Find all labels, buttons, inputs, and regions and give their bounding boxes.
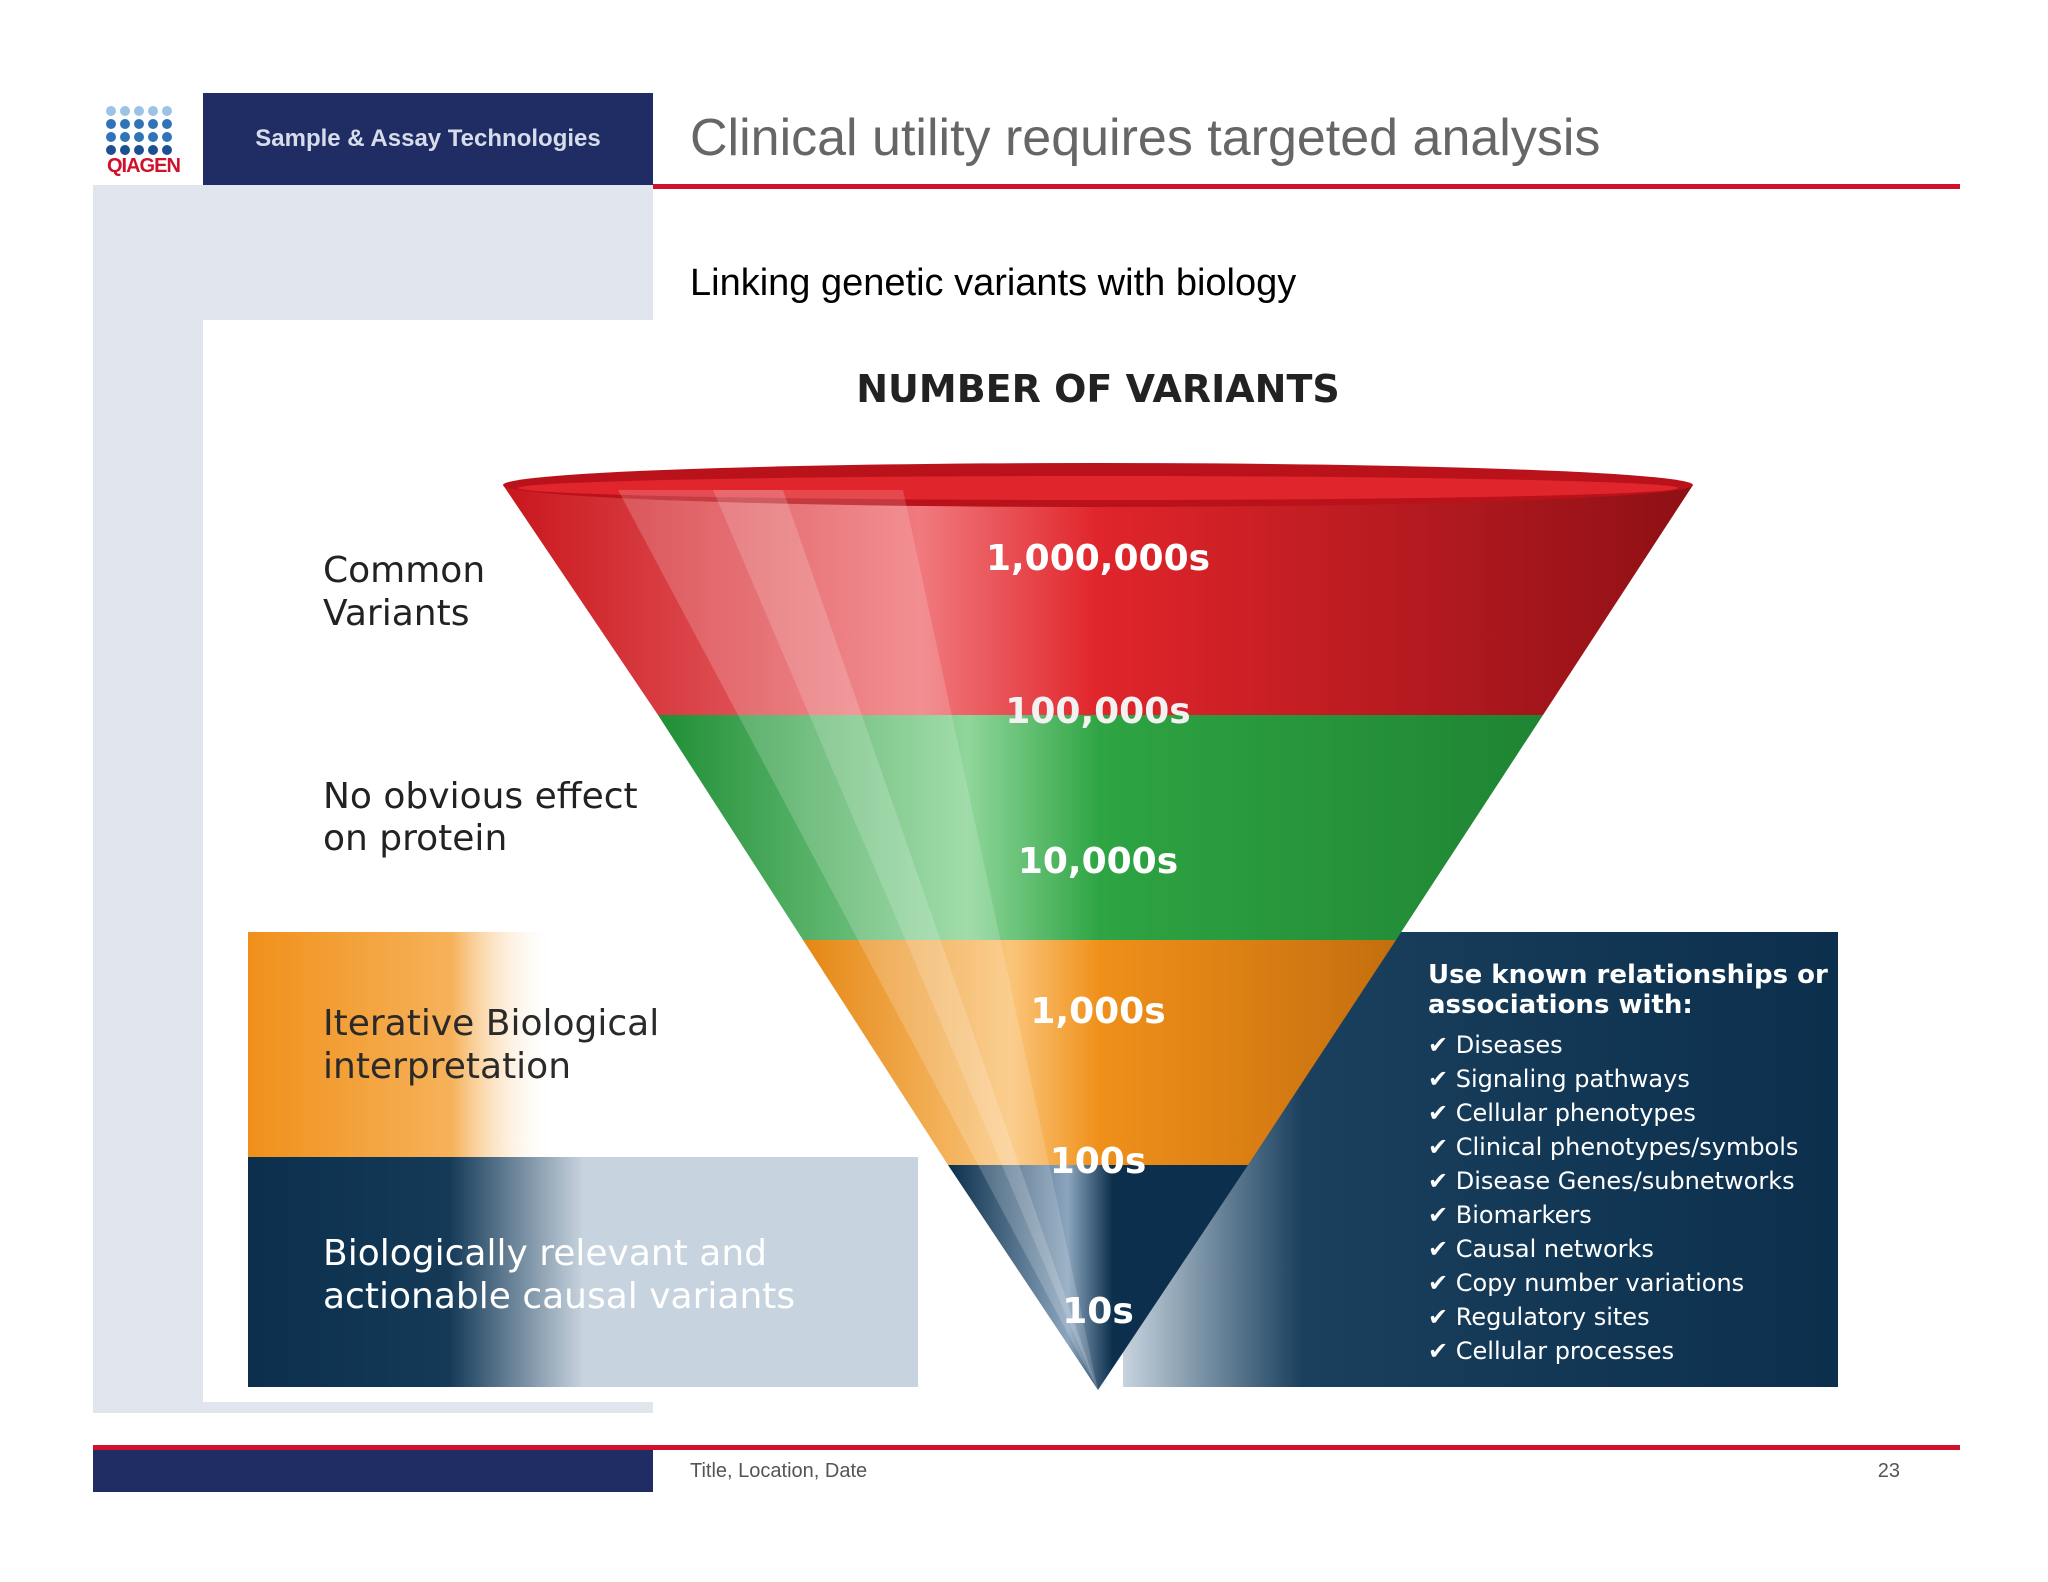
funnel-segment-no-effect: [658, 715, 1543, 940]
count-label: 100s: [1050, 1141, 1147, 1182]
title-divider: [653, 184, 1960, 189]
level-label: on protein: [323, 818, 507, 859]
slide-subtitle: Linking genetic variants with biology: [690, 262, 1297, 304]
association-item: ✔ Biomarkers: [1428, 1201, 1592, 1229]
association-item-label: Cellular phenotypes: [1456, 1099, 1696, 1127]
count-label: 1,000s: [1030, 991, 1165, 1032]
navy-band-left: [248, 1157, 918, 1387]
funnel-segment-common: [503, 485, 1693, 715]
checkmark-icon: ✔: [1428, 1133, 1456, 1161]
associations-heading: Use known relationships or: [1428, 960, 1828, 990]
level-label: actionable causal variants: [323, 1276, 795, 1317]
associations-heading: associations with:: [1428, 990, 1693, 1020]
slide-title: Clinical utility requires targeted analy…: [690, 109, 1601, 167]
association-item-label: Cellular processes: [1456, 1337, 1674, 1365]
footer-divider: [93, 1445, 1960, 1450]
count-label: 100,000s: [1005, 691, 1190, 732]
association-item-label: Signaling pathways: [1456, 1065, 1690, 1093]
checkmark-icon: ✔: [1428, 1337, 1456, 1365]
level-label: Common: [323, 550, 485, 591]
checkmark-icon: ✔: [1428, 1065, 1456, 1093]
checkmark-icon: ✔: [1428, 1303, 1456, 1331]
level-label: No obvious effect: [323, 776, 638, 817]
funnel-segment-actionable: [948, 1165, 1248, 1390]
checkmark-icon: ✔: [1428, 1031, 1456, 1059]
funnel-heading: NUMBER OF VARIANTS: [856, 367, 1340, 411]
checkmark-icon: ✔: [1428, 1099, 1456, 1127]
funnel-highlight-2: [713, 490, 1098, 1390]
association-item: ✔ Cellular phenotypes: [1428, 1099, 1696, 1127]
funnel-diagram: NUMBER OF VARIANTS 1,000,000s 100,000s 1…: [248, 367, 1838, 1390]
funnel-highlight: [618, 490, 1098, 1390]
association-item-label: Causal networks: [1456, 1235, 1654, 1263]
association-item: ✔ Clinical phenotypes/symbols: [1428, 1133, 1798, 1161]
association-item: ✔ Regulatory sites: [1428, 1303, 1650, 1331]
header-tagline: Sample & Assay Technologies: [255, 125, 601, 152]
checkmark-icon: ✔: [1428, 1269, 1456, 1297]
footer-band: [93, 1450, 653, 1492]
association-item-label: Diseases: [1456, 1031, 1563, 1059]
association-item-label: Biomarkers: [1456, 1201, 1592, 1229]
association-item: ✔ Causal networks: [1428, 1235, 1654, 1263]
header-band: [203, 93, 653, 185]
variant-funnel-infographic: NUMBER OF VARIANTS 1,000,000s 100,000s 1…: [203, 320, 1883, 1402]
count-label: 1,000,000s: [986, 538, 1210, 579]
association-item: ✔ Diseases: [1428, 1031, 1563, 1059]
association-item: ✔ Disease Genes/subnetworks: [1428, 1167, 1795, 1195]
count-label: 10,000s: [1018, 841, 1178, 882]
level-label: Biologically relevant and: [323, 1233, 767, 1274]
associations-panel: Use known relationships or associations …: [1428, 960, 1828, 1365]
checkmark-icon: ✔: [1428, 1235, 1456, 1263]
funnel-rim-inner: [518, 476, 1678, 500]
association-item-label: Disease Genes/subnetworks: [1456, 1167, 1795, 1195]
level-label: Iterative Biological: [323, 1003, 659, 1044]
association-item-label: Copy number variations: [1456, 1269, 1744, 1297]
count-label: 10s: [1062, 1291, 1134, 1332]
logo-wordmark: QIAGEN: [107, 155, 181, 177]
association-item: ✔ Copy number variations: [1428, 1269, 1744, 1297]
checkmark-icon: ✔: [1428, 1201, 1456, 1229]
association-item-label: Clinical phenotypes/symbols: [1456, 1133, 1799, 1161]
logo-dots-icon: [106, 106, 172, 155]
page-number: 23: [1877, 1460, 1900, 1482]
checkmark-icon: ✔: [1428, 1167, 1456, 1195]
level-label: Variants: [323, 593, 469, 634]
association-item: ✔ Signaling pathways: [1428, 1065, 1690, 1093]
level-label: interpretation: [323, 1046, 571, 1087]
association-item-label: Regulatory sites: [1456, 1303, 1650, 1331]
qiagen-logo: QIAGEN: [93, 93, 203, 185]
association-item: ✔ Cellular processes: [1428, 1337, 1674, 1365]
footer-text: Title, Location, Date: [690, 1460, 868, 1482]
funnel-segment-iterative: [803, 940, 1396, 1165]
